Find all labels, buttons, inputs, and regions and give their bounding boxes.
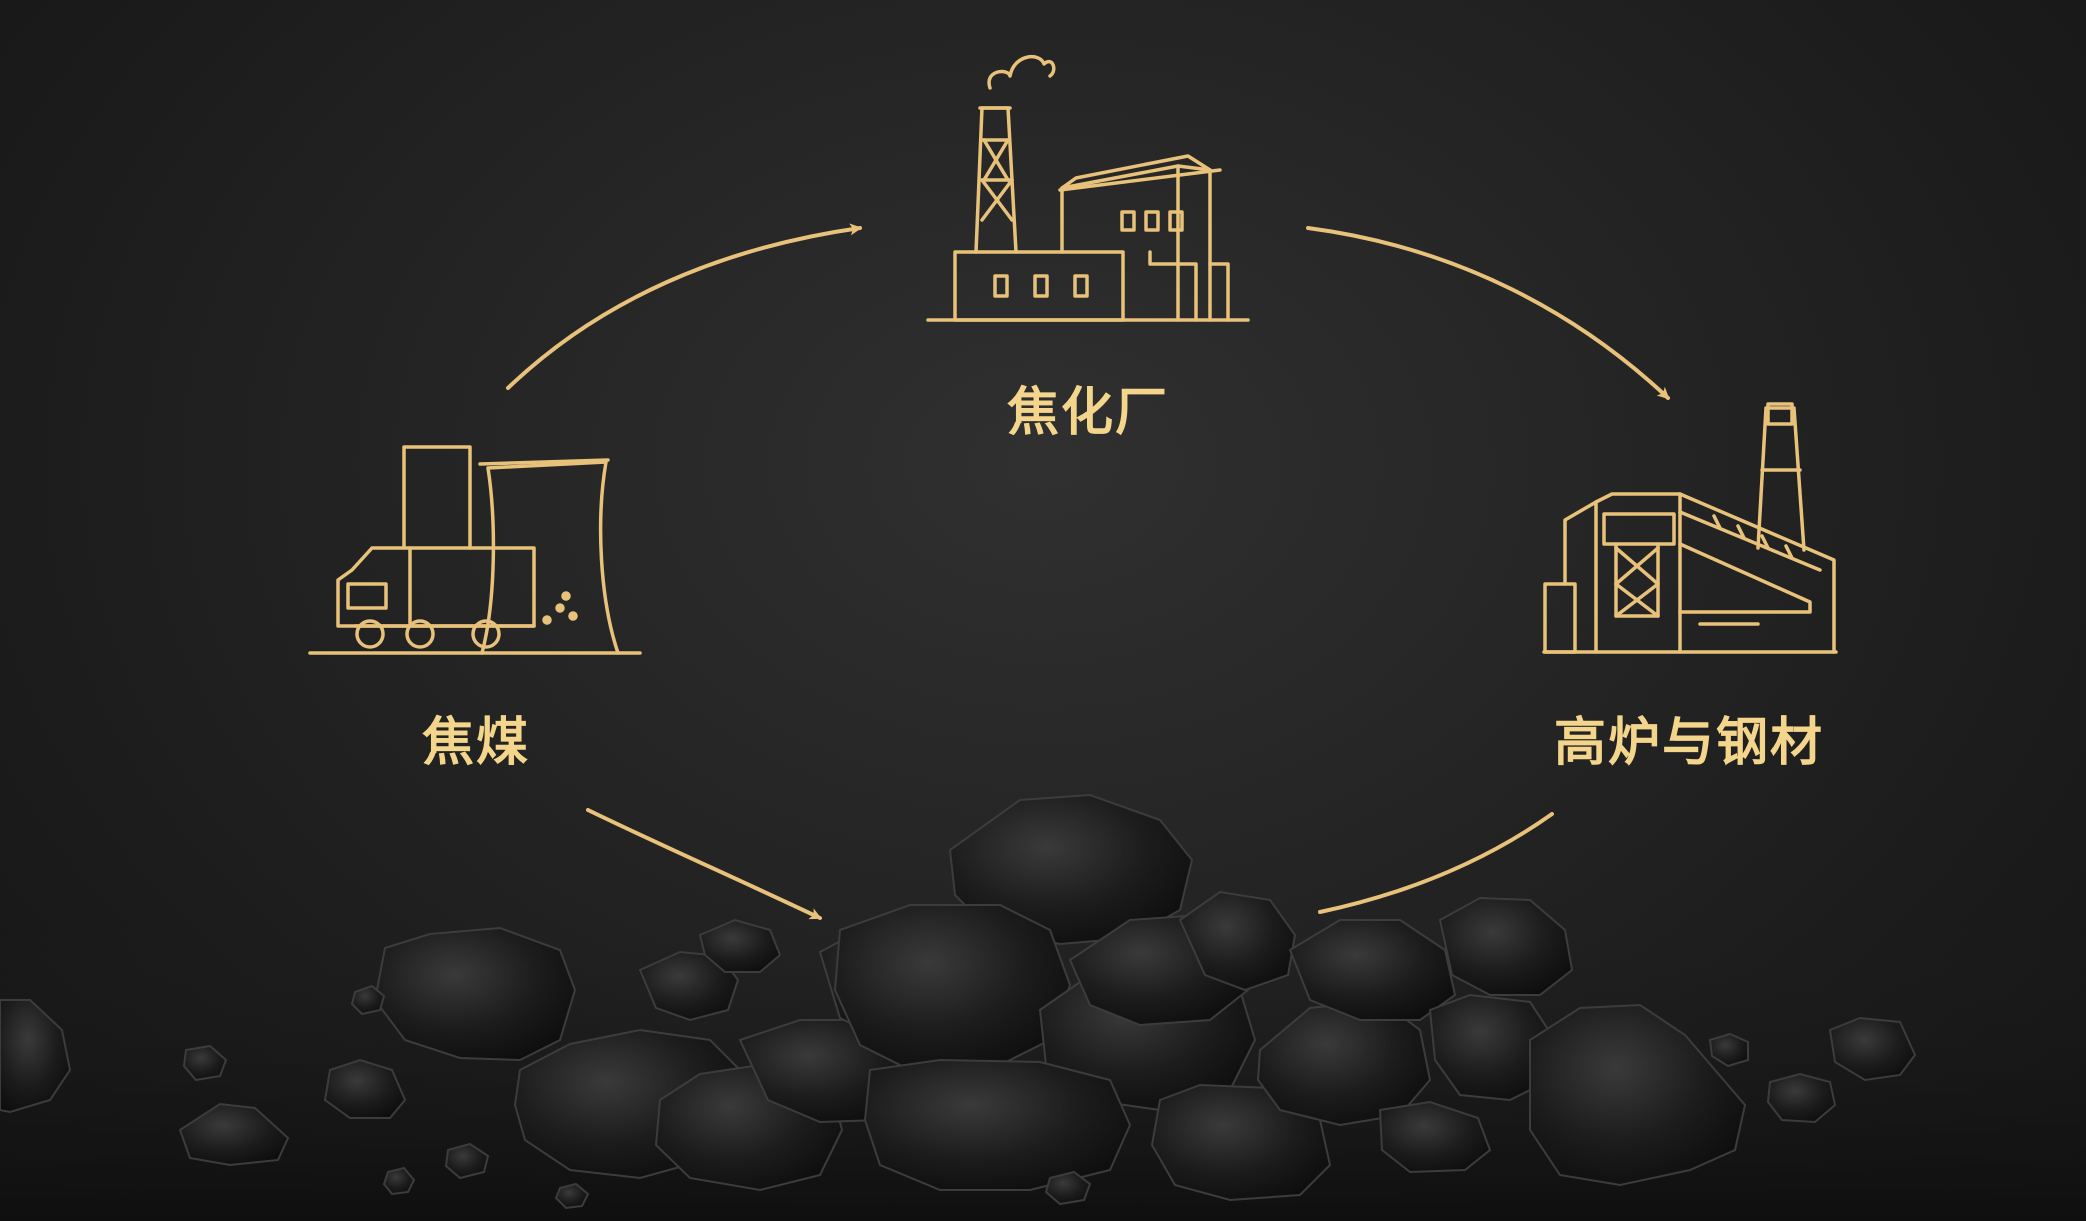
node-label-coking-plant: 焦化厂 <box>1006 383 1170 443</box>
arrow-steel-to-pile <box>1318 812 1554 914</box>
arrow-coal-to-plant <box>506 223 862 390</box>
node-label-coking-coal: 焦煤 <box>421 713 531 773</box>
node-label-blast-furnace-steel: 高炉与钢材 <box>1553 713 1825 773</box>
coal-pile <box>0 793 1917 1210</box>
coal-truck-cooling-tower-icon <box>308 445 642 655</box>
coking-factory-icon <box>926 54 1250 322</box>
flow-arrows <box>506 223 1670 920</box>
arrow-coal-to-pile <box>586 808 822 920</box>
arrow-plant-to-steel <box>1306 226 1670 400</box>
blast-furnace-steel-mill-icon <box>1542 402 1838 654</box>
